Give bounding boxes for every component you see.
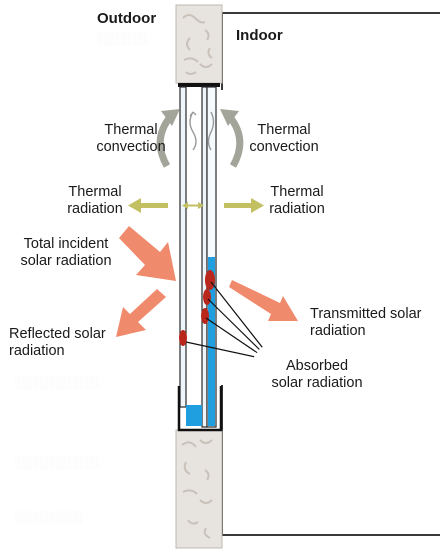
transmitted-label: Transmitted solar radiation — [310, 306, 422, 339]
thermal-convection-left-label: Thermal convection — [96, 122, 166, 155]
absorbed-label: Absorbed solar radiation — [271, 358, 363, 391]
absorbed-pointer-lines — [185, 281, 269, 362]
outdoor-label: Outdoor — [97, 10, 157, 27]
ghost-text-4: ░░░░░░░░ — [14, 510, 83, 524]
indoor-label: Indoor — [236, 27, 283, 44]
outer-glass-pane — [179, 86, 187, 408]
reflected-arrow — [116, 289, 166, 337]
glazing-unit — [177, 83, 223, 432]
ghost-text-2: ░░░░░░░░░░ — [14, 375, 100, 389]
convection-arrow-left-head — [161, 109, 180, 126]
upper-wall — [175, 4, 223, 84]
thermal-radiation-left-label: Thermal radiation — [67, 184, 123, 217]
reflected-label: Reflected solar radiation — [9, 326, 106, 359]
lower-wall — [175, 429, 223, 549]
ghost-text-1: ░░░░░░ — [96, 31, 148, 45]
thermal-convection-right-label: Thermal convection — [249, 122, 319, 155]
ghost-text-3: ░░░░░░░░░░ — [14, 455, 100, 469]
thermal-radiation-right-label: Thermal radiation — [269, 184, 325, 217]
air-gap-convection-swirls — [189, 111, 215, 151]
convection-arrow-right — [227, 114, 244, 168]
transmitted-arrow — [229, 280, 298, 321]
total-incident-label: Total incident solar radiation — [20, 236, 112, 269]
convection-arrow-right-head — [220, 109, 239, 126]
middle-glass-pane — [201, 86, 208, 428]
thermal-radiation-arrows — [128, 198, 264, 213]
indoor-room-outline — [221, 12, 440, 536]
absorption-spots — [179, 270, 215, 346]
water-fill — [208, 257, 215, 426]
convection-arrow-left — [156, 114, 173, 168]
total-incident-arrow — [119, 226, 176, 281]
